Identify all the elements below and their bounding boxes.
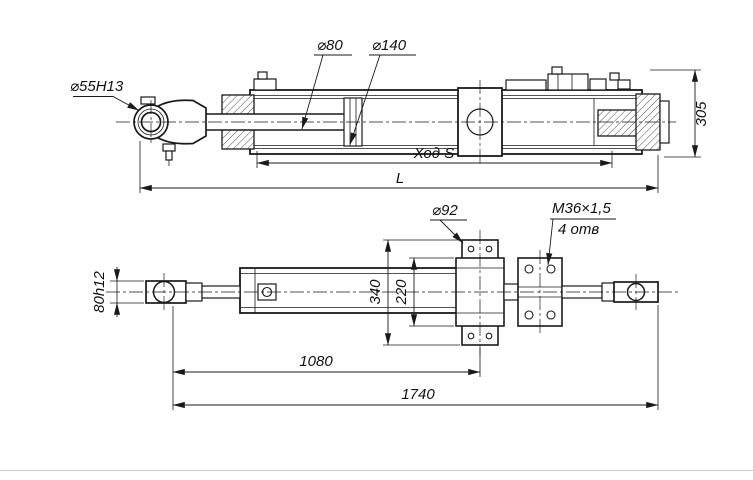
side-view (116, 66, 676, 166)
fitting-stem (165, 150, 173, 161)
dim-dia140-label: ⌀140 (372, 37, 407, 54)
port-fitting (589, 78, 607, 91)
bolt-head (609, 72, 620, 81)
side-view-dimensions: ⌀55H13 ⌀80 ⌀140 Ход S L 305 (70, 37, 710, 193)
port-fitting (505, 79, 547, 91)
pin-bolt-hole (467, 245, 475, 253)
dim-dia80-label: ⌀80 (317, 37, 343, 54)
cushion-bush (597, 109, 639, 137)
bolt-head (617, 79, 631, 90)
dim-220-label: 220 (393, 279, 410, 306)
dim-dia55-label: ⌀55H13 (70, 78, 124, 95)
bolt-hole (546, 310, 556, 320)
bolt-hole (524, 310, 534, 320)
fitting-body (162, 143, 176, 152)
plan-view-dimensions: 80h12 340 220 ⌀92 M36×1,5 4 отв 1080 174… (91, 200, 659, 410)
port-fittings (253, 66, 631, 91)
dim-thread-leader (546, 218, 554, 266)
pin-bolt-hole (467, 332, 475, 340)
valve-block (547, 73, 589, 91)
dim-dia55-leader (73, 96, 140, 111)
dim-dia92-label: ⌀92 (432, 202, 458, 219)
pin-bolt-hole (485, 245, 493, 253)
port-fitting (257, 71, 268, 80)
bolt-head (551, 66, 563, 75)
grease-fitting (162, 143, 176, 166)
side-centerlines (116, 80, 676, 164)
dim-340-label: 340 (367, 279, 384, 305)
plan-view (106, 230, 680, 356)
plan-centerlines (106, 230, 680, 356)
dim-stroke-label: Ход S (413, 145, 454, 162)
body-detail-lines (240, 268, 458, 313)
dim-dia140-leader (349, 54, 381, 145)
dim-80h12-label: 80h12 (91, 270, 108, 312)
dim-thread-label: M36×1,5 (552, 200, 611, 217)
tube-bore-lines (250, 95, 642, 149)
dim-1740-label: 1740 (401, 386, 435, 403)
dim-holes-label: 4 отв (558, 221, 599, 238)
dim-length-label: L (396, 170, 404, 187)
bolt-hole (524, 264, 534, 274)
plate-bolt-holes (524, 264, 556, 320)
clevis-lock-plate (140, 96, 156, 105)
dim-dia92-leader (439, 219, 464, 244)
port-fitting (253, 78, 277, 91)
dim-1080-label: 1080 (299, 353, 333, 370)
pin-bolt-hole (485, 332, 493, 340)
bolt-hole (546, 264, 556, 274)
dim-dia80-leader (301, 54, 324, 130)
dim-height-label: 305 (693, 101, 710, 127)
